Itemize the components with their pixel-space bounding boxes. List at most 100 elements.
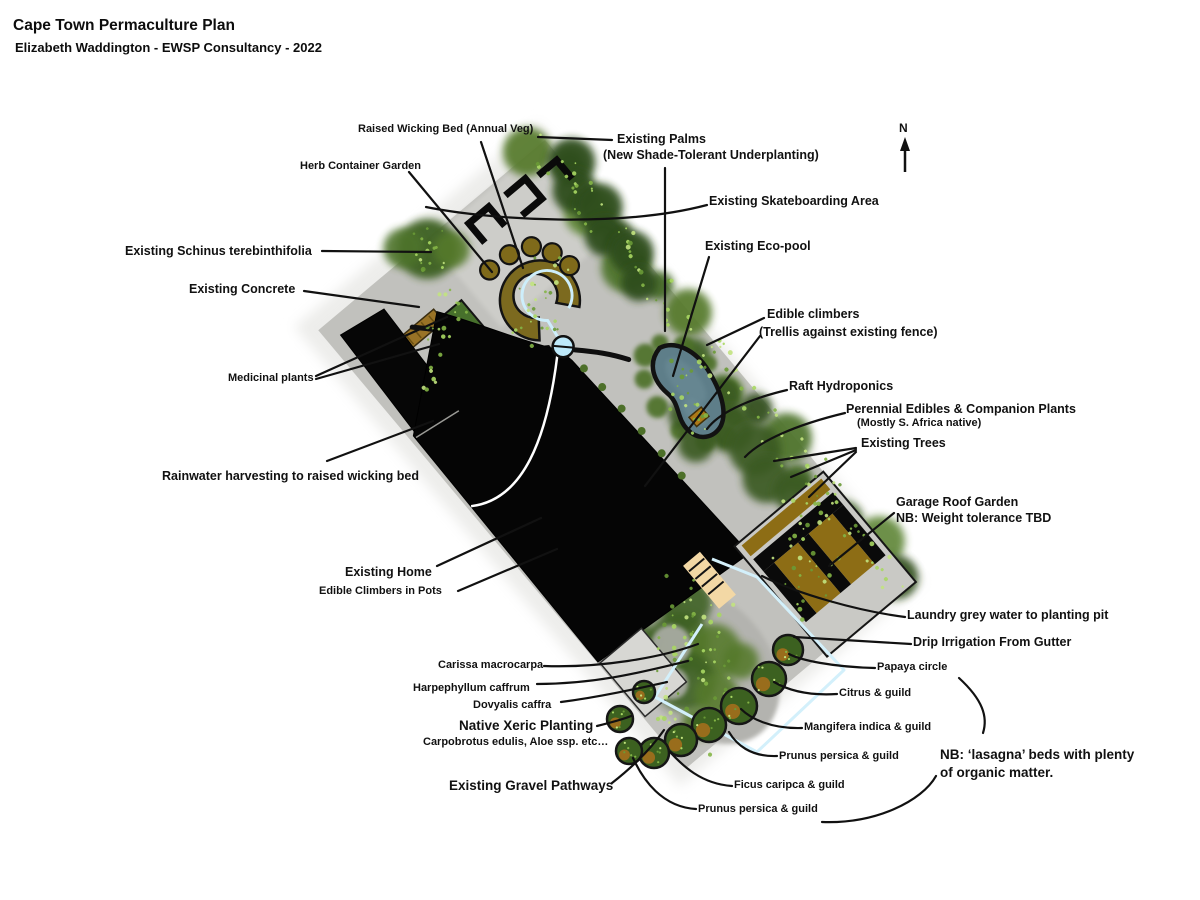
label-perennial-sub: (Mostly S. Africa native)	[857, 417, 982, 429]
leaf-speckle	[615, 726, 618, 729]
label-perennial: Perennial Edibles & Companion Plants	[846, 402, 1076, 416]
guild-mulch-patch	[618, 749, 630, 761]
leaf-speckle	[668, 721, 671, 724]
leaf-speckle	[560, 160, 564, 164]
leaf-speckle	[456, 317, 461, 322]
leaf-speckle	[639, 694, 643, 697]
wicking-bed-pipe	[520, 269, 574, 345]
label-gravel-pathways: Existing Gravel Pathways	[449, 778, 614, 793]
vegetation-blob	[383, 228, 424, 269]
leaf-speckle	[679, 374, 685, 380]
leaf-speckle	[785, 650, 788, 653]
roof-seam	[415, 410, 460, 439]
leaf-speckle	[710, 726, 713, 730]
leaf-speckle	[533, 314, 538, 319]
leaf-speckle	[623, 741, 626, 744]
leaf-speckle	[757, 689, 760, 692]
leaf-speckle	[689, 598, 693, 602]
tree-guild-circle	[771, 633, 805, 667]
leaf-speckle	[573, 208, 576, 211]
leaf-speckle	[784, 582, 787, 586]
leaf-speckle	[703, 716, 706, 719]
guild-mulch-patch	[755, 676, 771, 692]
leaf-speckle	[686, 391, 690, 395]
leaf-speckle	[676, 692, 680, 695]
leaf-speckle	[741, 406, 747, 411]
leaf-speckle	[671, 624, 677, 629]
leaf-speckle	[790, 498, 796, 503]
leaf-speckle	[773, 408, 777, 412]
leaf-speckle	[797, 555, 803, 561]
leaf-speckle	[707, 752, 713, 757]
leaf-speckle	[719, 345, 722, 349]
leaf-speckle	[801, 599, 805, 603]
leaf-speckle	[533, 256, 537, 260]
leaf-speckle	[710, 604, 713, 607]
leaf-speckle	[712, 350, 716, 354]
leaf-speckle	[634, 755, 637, 758]
leaf-speckle	[701, 614, 707, 620]
leaf-speckle	[627, 747, 630, 750]
leaf-speckle	[689, 369, 694, 373]
leaf-speckle	[645, 297, 649, 301]
leaf-speckle	[668, 710, 673, 715]
leaf-speckle	[806, 482, 811, 487]
leaf-speckle	[713, 660, 716, 664]
leaf-speckle	[815, 565, 818, 568]
leaf-speckle	[727, 659, 731, 663]
leaf-speckle	[428, 261, 432, 265]
leaf-speckle	[798, 521, 802, 526]
label-native-xeric: Native Xeric Planting	[459, 718, 594, 733]
leaf-speckle	[663, 694, 669, 700]
leaf-speckle	[805, 522, 810, 528]
leaf-speckle	[429, 369, 433, 373]
leaf-speckle	[544, 290, 547, 294]
garden-plot	[294, 122, 924, 787]
leaf-speckle	[833, 493, 837, 496]
leaf-speckle	[752, 385, 757, 390]
leaf-speckle	[817, 520, 823, 525]
leaf-speckle	[827, 573, 832, 578]
leaf-speckle	[838, 483, 842, 487]
leaf-speckle	[431, 376, 437, 382]
north-label: N	[899, 121, 908, 135]
label-native-xeric-sub: Carpobrotus edulis, Aloe ssp. etc…	[423, 736, 609, 748]
leaf-speckle	[540, 326, 544, 330]
leaf-speckle	[789, 544, 793, 548]
leaf-speckle	[622, 710, 625, 713]
label-citrus: Citrus & guild	[839, 687, 912, 699]
vegetation-blob	[664, 288, 712, 336]
label-nb-lasagna-2: of organic matter.	[940, 765, 1054, 780]
leaf-speckle	[817, 575, 820, 578]
leaf-speckle	[691, 614, 695, 618]
leaf-speckle	[703, 428, 706, 430]
leaf-speckle	[800, 437, 804, 441]
leaf-speckle	[440, 266, 444, 269]
label-drip: Drip Irrigation From Gutter	[913, 635, 1072, 649]
leaf-speckle	[590, 187, 593, 190]
leaf-speckle	[545, 326, 549, 331]
leaf-speckle	[441, 334, 446, 339]
leaf-speckle	[583, 222, 588, 226]
leader-lines	[302, 135, 986, 824]
leaf-speckle	[690, 431, 695, 435]
leaf-speckle	[731, 602, 736, 607]
leaf-speckle	[869, 541, 875, 547]
leaf-speckle	[880, 585, 885, 590]
leaf-speckle	[675, 735, 678, 738]
leaf-speckle	[774, 413, 778, 417]
leaf-speckle	[696, 724, 699, 727]
leaf-speckle	[773, 678, 776, 681]
leaf-speckle	[437, 327, 441, 331]
leaf-speckle	[659, 747, 662, 750]
leaf-speckle	[801, 537, 806, 541]
leaf-speckle	[556, 328, 559, 331]
leaf-speckle	[454, 311, 457, 314]
leaf-speckle	[464, 310, 468, 314]
label-edible-climbers: Edible climbers	[767, 307, 860, 321]
leaf-speckle	[427, 241, 432, 245]
leaf-speckle	[600, 203, 603, 206]
leaf-speckle	[696, 676, 700, 680]
leaf-speckle	[805, 502, 809, 505]
